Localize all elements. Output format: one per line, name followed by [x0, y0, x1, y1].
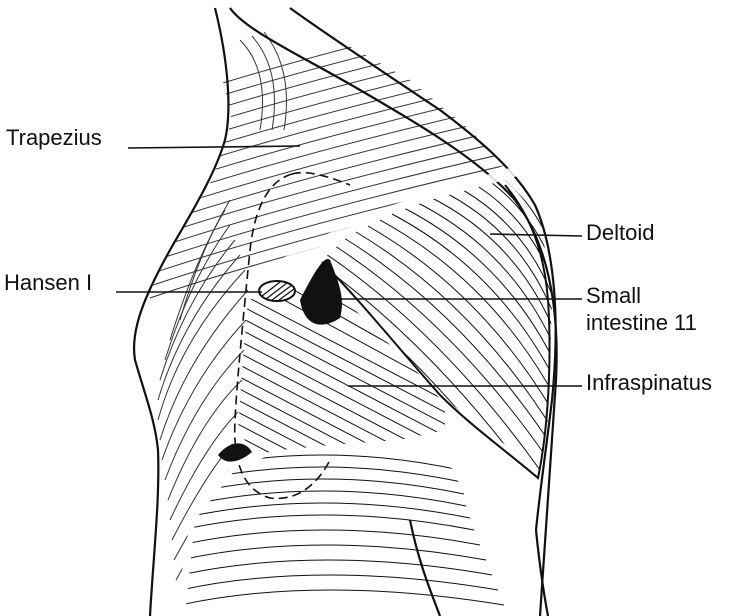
infraspinatus-fibers [230, 258, 460, 552]
leader-trapezius [128, 146, 300, 148]
label-infraspinatus: Infraspinatus [586, 369, 712, 396]
shadow-region [300, 259, 342, 325]
small-intestine-11-point [321, 290, 339, 308]
label-deltoid: Deltoid [586, 219, 654, 246]
label-small-intestine-line1: Small [586, 282, 697, 309]
scapula-dashed-top [292, 173, 350, 185]
label-small-intestine-11: Small intestine 11 [586, 282, 697, 336]
label-trapezius: Trapezius [6, 124, 102, 151]
label-small-intestine-line2: intestine 11 [586, 309, 697, 336]
lower-back-fibers [180, 455, 504, 605]
hansen-i-point [259, 281, 295, 301]
deltoid-fibers [300, 166, 556, 505]
label-hansen-i: Hansen I [4, 269, 92, 296]
